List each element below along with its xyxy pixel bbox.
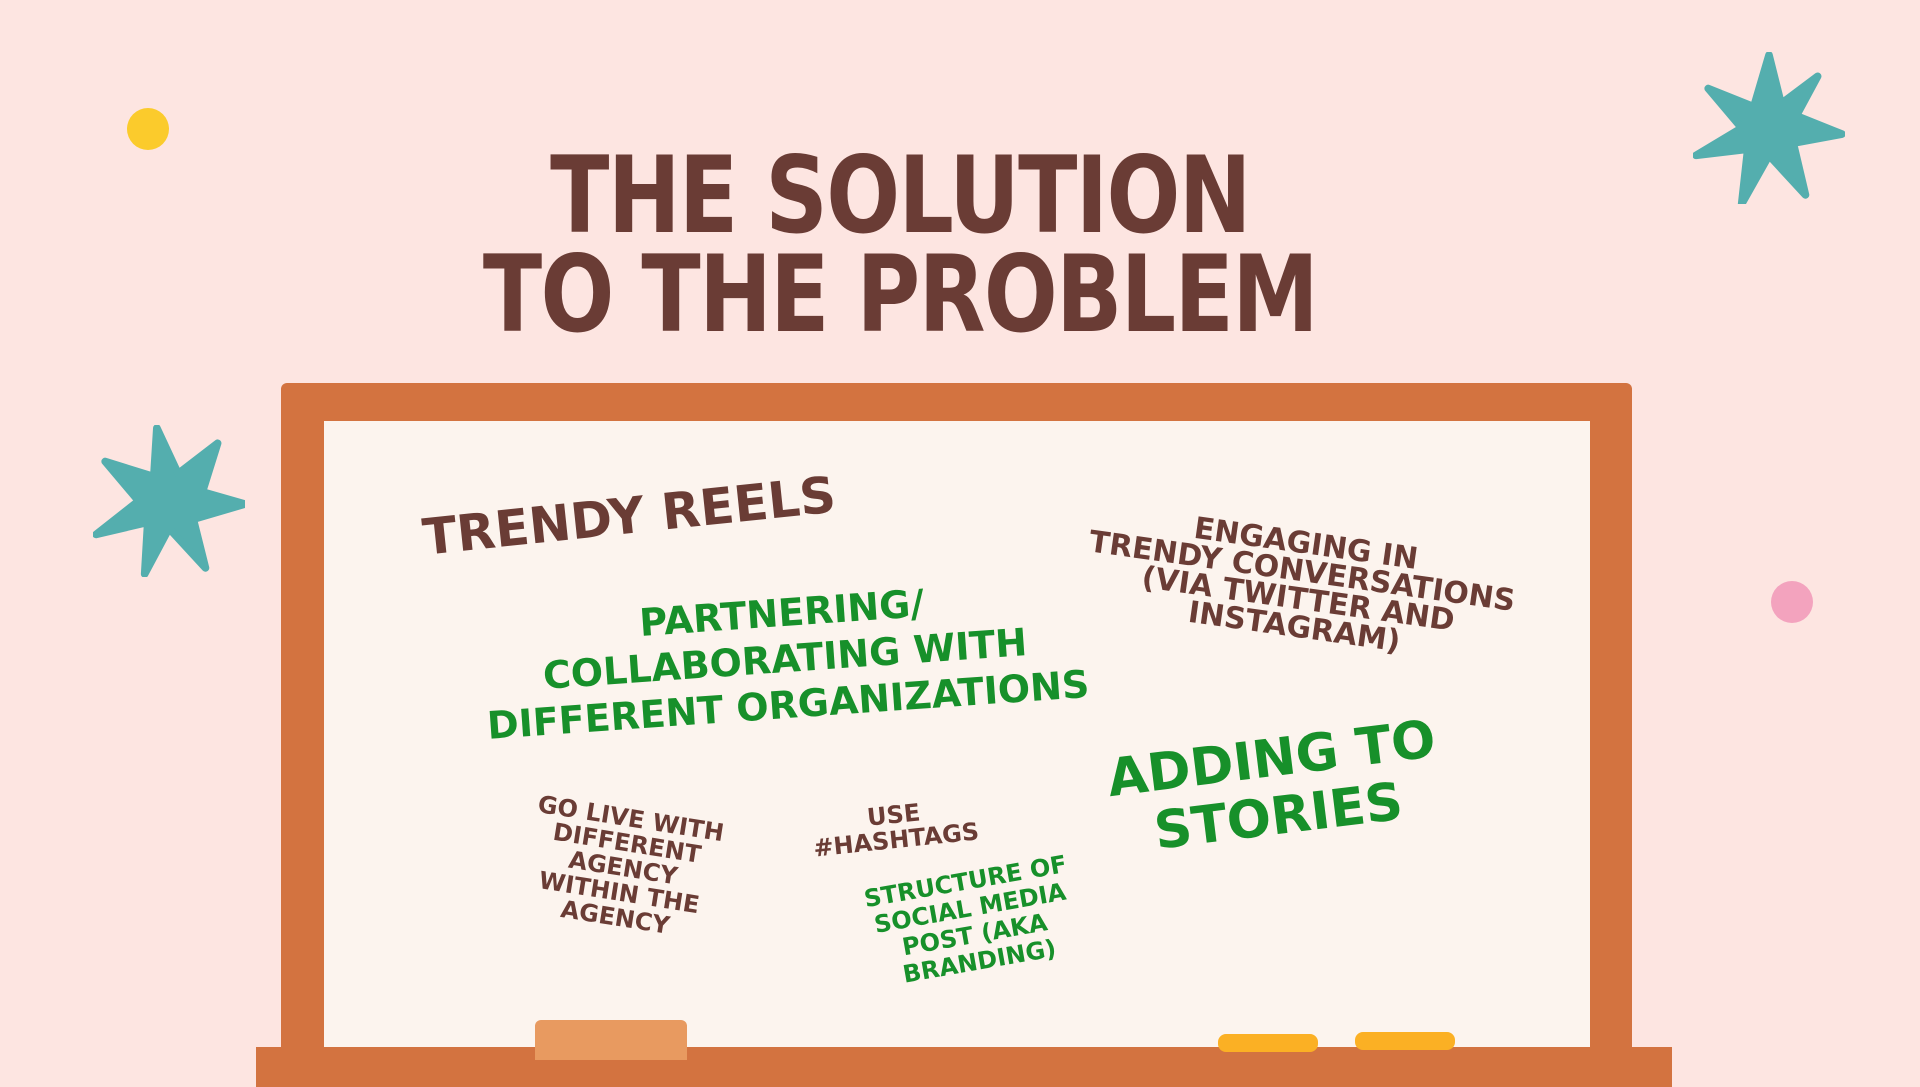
eraser: [535, 1020, 687, 1060]
chalkboard-surface: [324, 421, 1590, 1057]
chalk-piece: [1218, 1034, 1318, 1052]
chalk-piece: [1355, 1032, 1455, 1050]
page-title-line-1: THE SOLUTION: [550, 134, 1251, 257]
star-icon: [1693, 52, 1845, 204]
star-icon: [93, 425, 245, 577]
pink-dot: [1771, 581, 1813, 623]
yellow-dot: [127, 108, 169, 150]
page-title-line-2: TO THE PROBLEM: [482, 233, 1319, 356]
chalkboard-ledge: [256, 1047, 1672, 1087]
